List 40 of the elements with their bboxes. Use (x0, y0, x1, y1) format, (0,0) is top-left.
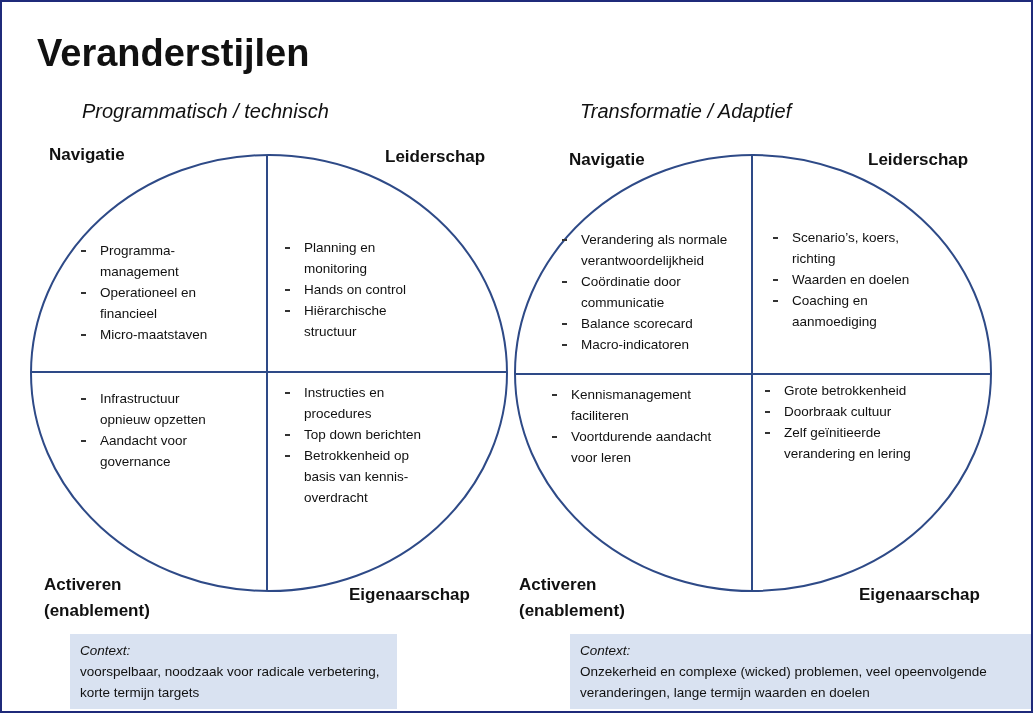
quadrant-heading: Navigatie (569, 149, 646, 171)
list-item: Waarden en doelen (768, 269, 910, 290)
quadrant-heading: Eigenaarschap (859, 584, 981, 606)
quadrant-heading: Navigatie (49, 144, 126, 166)
context-box (570, 634, 1031, 709)
list-item: Aandacht voor governance (76, 430, 230, 472)
list-item: Voortdurende aandacht voor leren (547, 426, 726, 468)
quadrant-heading: Eigenaarschap (349, 584, 471, 606)
context-heading: Context: (580, 642, 632, 660)
list-item: Programma- management (76, 240, 230, 282)
list-item: Doorbraak cultuur (760, 401, 934, 422)
quadrant-heading: Activeren (enablement) (44, 574, 151, 622)
list-item: Hiërarchische structuur (280, 300, 429, 342)
list-item: Scenario’s, koers, richting (768, 227, 910, 269)
list-item: Grote betrokkenheid (760, 380, 934, 401)
quadrant-heading: Activeren (enablement) (519, 574, 626, 622)
subtitle: Transformatie / Adaptief (580, 100, 792, 123)
list-item: Top down berichten (280, 424, 432, 445)
list-item: Zelf geïnitieerde verandering en lering (760, 422, 934, 464)
title: Veranderstijlen (37, 32, 310, 75)
list-item: Hands on control (280, 279, 429, 300)
list-item: Macro-indicatoren (557, 334, 741, 355)
list-item: Coördinatie door communicatie (557, 271, 741, 313)
list-item: Planning en monitoring (280, 237, 429, 279)
quadrant-heading: Leiderschap (868, 149, 970, 171)
list-item: Instructies en procedures (280, 382, 432, 424)
list-item: Coaching en aanmoediging (768, 290, 910, 332)
context-text: Onzekerheid en complexe (wicked) problemen, veel opeenvolgende veranderingen, lange termijn waarden en doelen (580, 663, 988, 702)
list-item: Balance scorecard (557, 313, 741, 334)
list-item: Micro-maatstaven (76, 324, 230, 345)
list-item: Infrastructuur opnieuw opzetten (76, 388, 230, 430)
context-box (70, 634, 397, 709)
list-item: Verandering als normale verantwoordelijkheid (557, 229, 741, 271)
quadrant-heading: Leiderschap (385, 146, 487, 168)
context-text: voorspelbaar, noodzaak voor radicale verbetering, korte termijn targets (80, 663, 381, 702)
list-item: Operationeel en financieel (76, 282, 230, 324)
subtitle: Programmatisch / technisch (82, 100, 329, 123)
context-heading: Context: (80, 642, 132, 660)
list-item: Betrokkenheid op basis van kennis- overdracht (280, 445, 432, 508)
list-item: Kennismanagement faciliteren (547, 384, 726, 426)
